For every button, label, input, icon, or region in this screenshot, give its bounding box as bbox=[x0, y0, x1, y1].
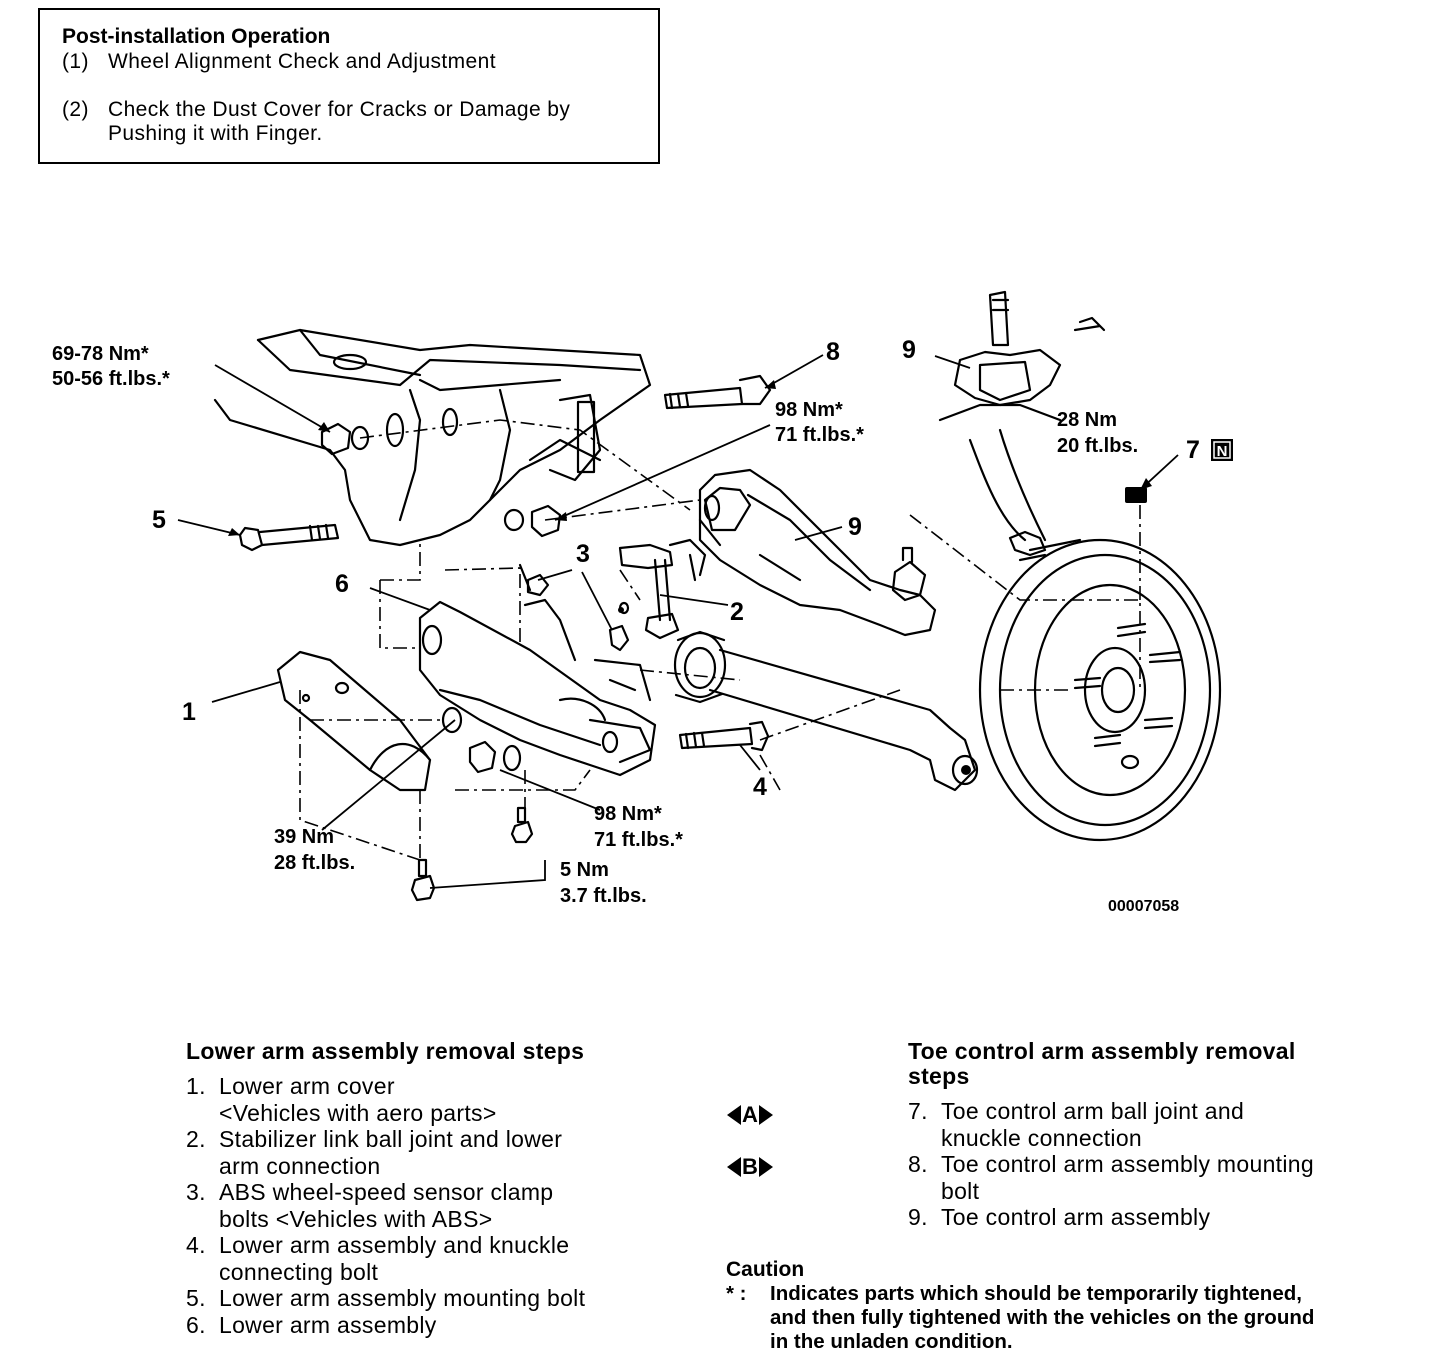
torque-label-cover-bolt-imperial: 28 ft.lbs. bbox=[274, 852, 355, 874]
toe-arm-step-9: 9. Toe control arm assembly bbox=[908, 1204, 1211, 1230]
callout-4: 4 bbox=[753, 773, 767, 801]
stabilizer-link-drawing bbox=[618, 538, 707, 640]
arrow-left-icon bbox=[727, 1105, 741, 1125]
torque-label-mounting-nut-imperial: 50-56 ft.lbs.* bbox=[52, 368, 170, 390]
torque-label-ball-joint-nut: 28 Nm bbox=[1057, 409, 1117, 431]
callout-5: 5 bbox=[152, 506, 166, 534]
lower-arm-drawing bbox=[418, 600, 657, 777]
torque-label-knuckle-bolt: 98 Nm* bbox=[594, 803, 662, 825]
abs-clamp-drawing bbox=[518, 563, 652, 702]
lower-arm-step-1: 1. Lower arm cover <Vehicles with aero p… bbox=[186, 1073, 497, 1126]
figure-id: 00007058 bbox=[1108, 898, 1179, 915]
torque-label-clamp-bolt-imperial: 3.7 ft.lbs. bbox=[560, 885, 647, 907]
callout-9-arm: 9 bbox=[848, 513, 862, 541]
trailing-arm-drawing bbox=[968, 428, 1047, 557]
item-number: (1) bbox=[62, 50, 89, 73]
knuckle-inset-drawing bbox=[938, 290, 1106, 422]
torque-label-toe-bolt: 98 Nm* bbox=[775, 399, 843, 421]
post-installation-item-2: (2) Check the Dust Cover for Cracks or Da… bbox=[62, 98, 571, 145]
lower-arm-step-5: 5. Lower arm assembly mounting bolt bbox=[186, 1285, 586, 1311]
callout-1: 1 bbox=[182, 698, 196, 726]
caution-note: * : Indicates parts which should be temp… bbox=[726, 1282, 1315, 1353]
mounting-bolt-8-drawing bbox=[663, 374, 772, 410]
badge-letter: N bbox=[1217, 443, 1228, 460]
toe-arm-step-8: 8. Toe control arm assembly mounting bol… bbox=[908, 1151, 1314, 1204]
toe-arm-steps-section: Toe control arm assembly removal steps 7… bbox=[908, 1038, 1408, 1231]
lower-arm-step-2: 2. Stabilizer link ball joint and lower … bbox=[186, 1126, 563, 1179]
torque-label-cover-bolt: 39 Nm bbox=[274, 826, 334, 848]
arrow-right-icon bbox=[758, 1105, 773, 1125]
new-part-badge: N bbox=[1211, 439, 1233, 461]
caution-section: Caution * : Indicates parts which should… bbox=[726, 1258, 1406, 1354]
lower-arm-step-4: 4. Lower arm assembly and knuckle connec… bbox=[186, 1232, 570, 1285]
brake-disc-drawing bbox=[978, 538, 1222, 842]
item-text: Check the Dust Cover for Cracks or Damag… bbox=[108, 98, 571, 121]
callout-7: 7 bbox=[1186, 436, 1200, 464]
service-mark-b: B bbox=[727, 1154, 773, 1180]
crossmember-drawing bbox=[213, 328, 652, 547]
item-text: Wheel Alignment Check and Adjustment bbox=[108, 50, 496, 73]
alignment-lines bbox=[299, 419, 1141, 861]
small-bolts-drawing bbox=[410, 806, 534, 902]
lower-arm-step-6: 6. Lower arm assembly bbox=[186, 1311, 437, 1338]
torque-label-knuckle-bolt-imperial: 71 ft.lbs.* bbox=[594, 829, 683, 851]
suspension-exploded-diagram: 69-78 Nm* 50-56 ft.lbs.* 98 Nm* 71 ft.lb… bbox=[52, 290, 1233, 915]
torque-label-ball-joint-nut-imperial: 20 ft.lbs. bbox=[1057, 435, 1138, 457]
lower-arm-bolt-4-drawing bbox=[678, 720, 770, 752]
lower-arm-steps-section: Lower arm assembly removal steps 1. Lowe… bbox=[186, 1038, 686, 1338]
post-installation-title: Post-installation Operation bbox=[62, 25, 331, 48]
torque-label-clamp-bolt: 5 Nm bbox=[560, 859, 609, 881]
lower-arm-steps-title: Lower arm assembly removal steps bbox=[186, 1038, 585, 1064]
item-number: (2) bbox=[62, 98, 89, 121]
toe-arm-steps-title: Toe control arm assembly removal steps bbox=[908, 1038, 1296, 1089]
toe-arm-step-7: 7. Toe control arm ball joint and knuckl… bbox=[908, 1098, 1245, 1151]
item-text-continued: Pushing it with Finger. bbox=[108, 122, 323, 145]
post-installation-item-1: (1) Wheel Alignment Check and Adjustment bbox=[62, 50, 496, 74]
diagram-solid-parts bbox=[618, 487, 1147, 775]
arrow-right-icon bbox=[758, 1157, 773, 1177]
service-mark-a: A bbox=[727, 1102, 773, 1128]
callout-6: 6 bbox=[335, 570, 349, 598]
torque-label-mounting-nut: 69-78 Nm* bbox=[52, 343, 149, 365]
callout-2: 2 bbox=[730, 598, 744, 626]
torque-label-toe-bolt-imperial: 71 ft.lbs.* bbox=[775, 424, 864, 446]
upper-nuts-drawing bbox=[320, 422, 562, 538]
toe-control-arm-drawing bbox=[698, 468, 937, 637]
leader-lines bbox=[177, 354, 1179, 889]
mounting-bolt-5-drawing bbox=[238, 523, 340, 552]
caution-title: Caution bbox=[726, 1258, 805, 1281]
arrow-left-icon bbox=[727, 1157, 741, 1177]
callout-8: 8 bbox=[826, 338, 840, 366]
caution-star: * : bbox=[726, 1282, 747, 1305]
lower-arm-step-3: 3. ABS wheel-speed sensor clamp bolts <V… bbox=[186, 1179, 554, 1232]
callout-3: 3 bbox=[576, 540, 590, 568]
lateral-arm-drawing bbox=[673, 630, 979, 792]
callout-9-knuckle: 9 bbox=[902, 336, 916, 364]
post-installation-box: Post-installation Operation (1) Wheel Ali… bbox=[38, 8, 660, 164]
